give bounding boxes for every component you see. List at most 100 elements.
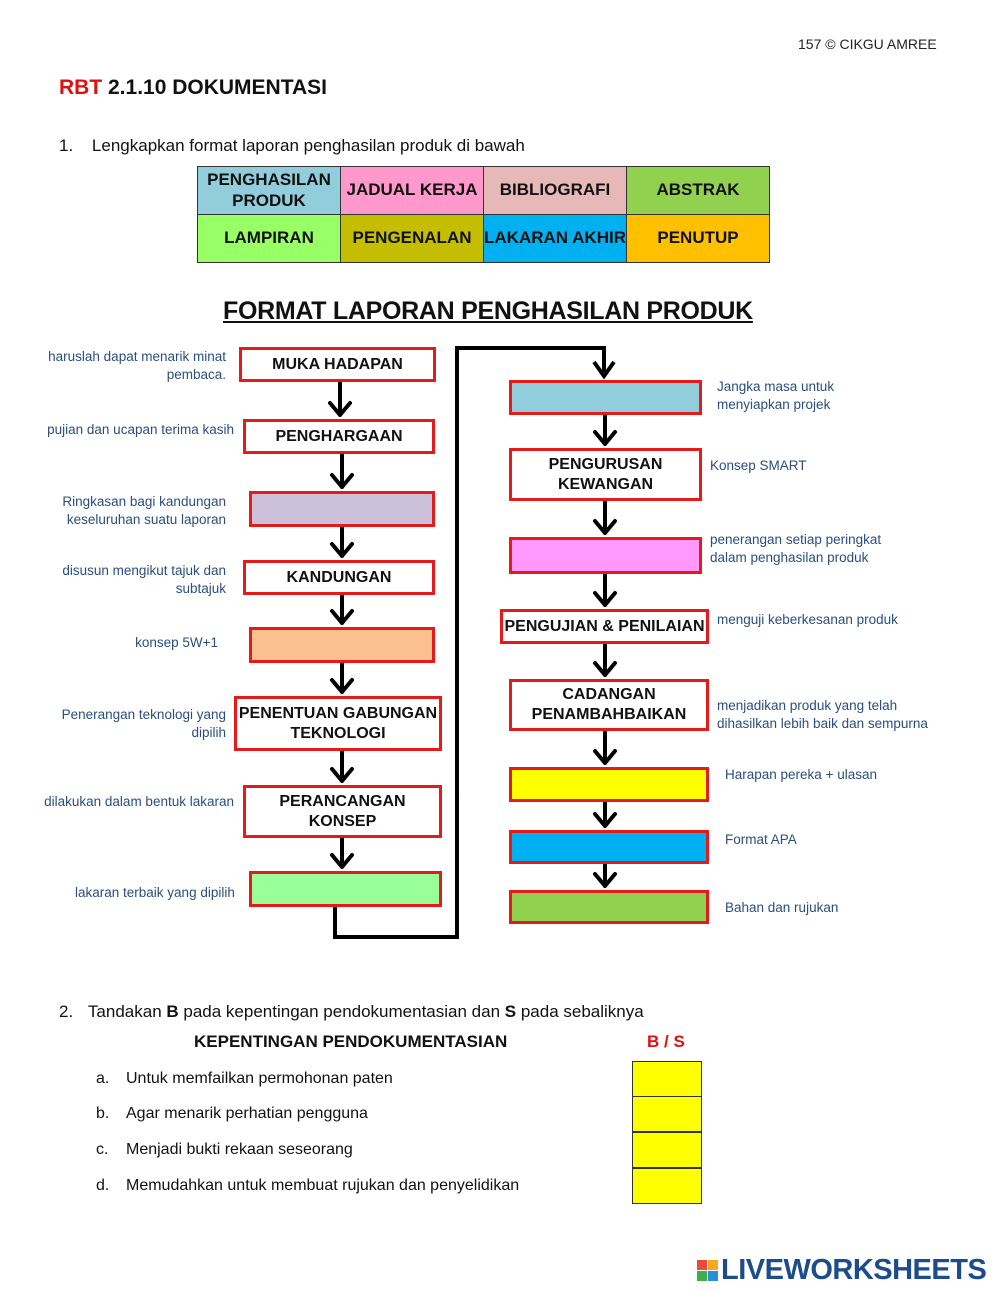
list-item: b. Agar menarik perhatian pengguna bbox=[96, 1105, 368, 1123]
note-penghargaan: pujian dan ucapan terima kasih bbox=[47, 422, 234, 437]
item-text: Menjadi bukti rekaan seseorang bbox=[126, 1141, 353, 1158]
column-link-arrowhead bbox=[592, 360, 616, 380]
flow-box-cadangan-penambahbaikan: CADANGAN PENAMBAHBAIKAN bbox=[509, 679, 709, 731]
option-label: PENGHASILAN PRODUK bbox=[207, 170, 331, 210]
flow-arrow bbox=[593, 863, 617, 888]
question-2-number: 2. bbox=[59, 1002, 74, 1021]
note-jadual-kerja: Jangka masa untuk menyiapkan projek bbox=[717, 379, 835, 413]
answer-field-b[interactable] bbox=[632, 1096, 702, 1132]
flow-box-label: CADANGAN PENAMBAHBAIKAN bbox=[531, 686, 687, 723]
flow-arrow bbox=[593, 730, 617, 765]
option-cell[interactable]: LAMPIRAN bbox=[197, 214, 341, 263]
note-teknologi: Penerangan teknologi yang dipilih bbox=[61, 707, 226, 741]
note-lampiran: Bahan dan rujukan bbox=[725, 900, 839, 915]
flowchart-title: FORMAT LAPORAN PENGHASILAN PRODUK bbox=[223, 297, 753, 325]
flow-box-blank-lakaran-akhir[interactable] bbox=[249, 871, 442, 907]
option-label: PENUTUP bbox=[657, 228, 739, 248]
item-letter: c. bbox=[96, 1141, 109, 1158]
flow-box-blank-penutup[interactable] bbox=[509, 767, 709, 802]
flow-box-label: PERANCANGAN KONSEP bbox=[279, 792, 406, 830]
flow-arrow bbox=[593, 801, 617, 828]
item-text: Memudahkan untuk membuat rujukan dan pen… bbox=[126, 1177, 520, 1194]
flow-box-kandungan: KANDUNGAN bbox=[243, 560, 435, 595]
question-2-text-a: Tandakan bbox=[87, 1002, 167, 1021]
option-cell[interactable]: PENUTUP bbox=[626, 214, 770, 263]
note-abstrak: Ringkasan bagi kandungan keseluruhan sua… bbox=[62, 494, 226, 528]
question-2-b: B bbox=[166, 1002, 179, 1021]
flow-box-label: PENENTUAN GABUNGAN TEKNOLOGI bbox=[238, 704, 438, 742]
flow-box-blank-pengenalan[interactable] bbox=[249, 627, 435, 663]
flow-box-pengujian-penilaian: PENGUJIAN & PENILAIAN bbox=[500, 609, 709, 644]
answer-options-table: PENGHASILAN PRODUK JADUAL KERJA BIBLIOGR… bbox=[197, 166, 770, 263]
option-cell[interactable]: LAKARAN AKHIR bbox=[483, 214, 627, 263]
question-1-text: Lengkapkan format laporan penghasilan pr… bbox=[91, 136, 525, 155]
flow-box-muka-hadapan: MUKA HADAPAN bbox=[239, 347, 436, 382]
flow-box-label: PENGHARGAAN bbox=[275, 427, 403, 445]
kepentingan-header: KEPENTINGAN PENDOKUMENTASIAN bbox=[194, 1032, 508, 1051]
answer-field-c[interactable] bbox=[632, 1132, 702, 1168]
flow-box-blank-abstrak[interactable] bbox=[249, 491, 435, 527]
item-text: Untuk memfailkan permohonan paten bbox=[126, 1070, 393, 1087]
list-item: c. Menjadi bukti rekaan seseorang bbox=[96, 1141, 353, 1159]
note-cadangan: menjadikan produk yang telah dihasilkan … bbox=[717, 698, 928, 732]
option-cell[interactable]: PENGHASILAN PRODUK bbox=[197, 166, 341, 215]
flow-box-pengurusan-kewangan: PENGURUSAN KEWANGAN bbox=[509, 448, 702, 501]
option-cell[interactable]: BIBLIOGRAFI bbox=[483, 166, 627, 215]
title-rest: 2.1.10 DOKUMENTASI bbox=[102, 76, 327, 99]
note-penghasilan-produk: penerangan setiap peringkat dalam pengha… bbox=[710, 532, 882, 566]
column-link-line bbox=[333, 346, 606, 939]
liveworksheets-logo: LIVEWORKSHEETS bbox=[697, 1254, 987, 1287]
list-item: a. Untuk memfailkan permohonan paten bbox=[96, 1070, 393, 1088]
option-cell[interactable]: PENGENALAN bbox=[340, 214, 484, 263]
note-konsep: dilakukan dalam bentuk lakaran bbox=[44, 794, 234, 809]
answer-field-a[interactable] bbox=[632, 1061, 702, 1097]
flow-box-penghargaan: PENGHARGAAN bbox=[243, 419, 435, 454]
flow-box-blank-lampiran[interactable] bbox=[509, 890, 709, 924]
note-lakaran-akhir: lakaran terbaik yang dipilih bbox=[75, 885, 235, 900]
option-label: ABSTRAK bbox=[656, 180, 740, 200]
flow-arrow bbox=[330, 750, 354, 783]
flow-arrow bbox=[330, 594, 354, 625]
flow-arrow bbox=[593, 500, 617, 535]
option-label: BIBLIOGRAFI bbox=[499, 180, 611, 200]
question-2-s: S bbox=[504, 1002, 517, 1021]
item-letter: b. bbox=[96, 1105, 110, 1122]
note-muka-hadapan: haruslah dapat menarik minat pembaca. bbox=[48, 349, 226, 383]
question-1: 1. Lengkapkan format laporan penghasilan… bbox=[59, 136, 525, 156]
note-pengujian: menguji keberkesanan produk bbox=[717, 612, 898, 627]
flow-arrow bbox=[593, 414, 617, 446]
logo-mark-icon bbox=[697, 1260, 718, 1281]
flow-arrow bbox=[593, 643, 617, 677]
flow-box-blank-jadual-kerja[interactable] bbox=[509, 380, 702, 415]
flow-arrow bbox=[593, 573, 617, 607]
note-bibliografi: Format APA bbox=[725, 832, 797, 847]
note-kandungan: disusun mengikut tajuk dan subtajuk bbox=[62, 563, 226, 597]
flow-box-label: PENGUJIAN & PENILAIAN bbox=[504, 617, 705, 635]
list-item: d.Memudahkan untuk membuat rujukan dan p… bbox=[96, 1177, 519, 1195]
page-credit: 157 © CIKGU AMREE bbox=[798, 36, 937, 52]
option-label: LAKARAN AKHIR bbox=[484, 228, 626, 248]
question-2: 2. Tandakan B pada kepentingan pendokume… bbox=[59, 1002, 644, 1022]
item-text: Agar menarik perhatian pengguna bbox=[126, 1105, 368, 1122]
answer-field-d[interactable] bbox=[632, 1168, 702, 1204]
question-1-number: 1. bbox=[59, 136, 74, 155]
note-penutup: Harapan pereka + ulasan bbox=[725, 767, 877, 782]
flow-arrow bbox=[330, 662, 354, 694]
option-label: LAMPIRAN bbox=[224, 228, 314, 248]
flow-arrow bbox=[330, 837, 354, 869]
item-letter: a. bbox=[96, 1070, 110, 1087]
flow-box-blank-penghasilan-produk[interactable] bbox=[509, 537, 702, 574]
logo-wordmark: LIVEWORKSHEETS bbox=[721, 1254, 987, 1286]
flow-arrow bbox=[328, 381, 352, 417]
flow-box-label: KANDUNGAN bbox=[286, 568, 392, 586]
note-pengenalan: konsep 5W+1 bbox=[135, 635, 218, 650]
option-label: JADUAL KERJA bbox=[346, 180, 478, 200]
question-2-text-c: pada sebaliknya bbox=[516, 1002, 644, 1021]
flow-arrow bbox=[330, 526, 354, 558]
flow-box-blank-bibliografi[interactable] bbox=[509, 830, 709, 864]
page-title: RBT 2.1.10 DOKUMENTASI bbox=[59, 76, 327, 100]
title-prefix: RBT bbox=[59, 76, 103, 99]
flow-box-penentuan-gabungan-teknologi: PENENTUAN GABUNGAN TEKNOLOGI bbox=[234, 696, 442, 751]
flow-box-perancangan-konsep: PERANCANGAN KONSEP bbox=[243, 785, 442, 838]
